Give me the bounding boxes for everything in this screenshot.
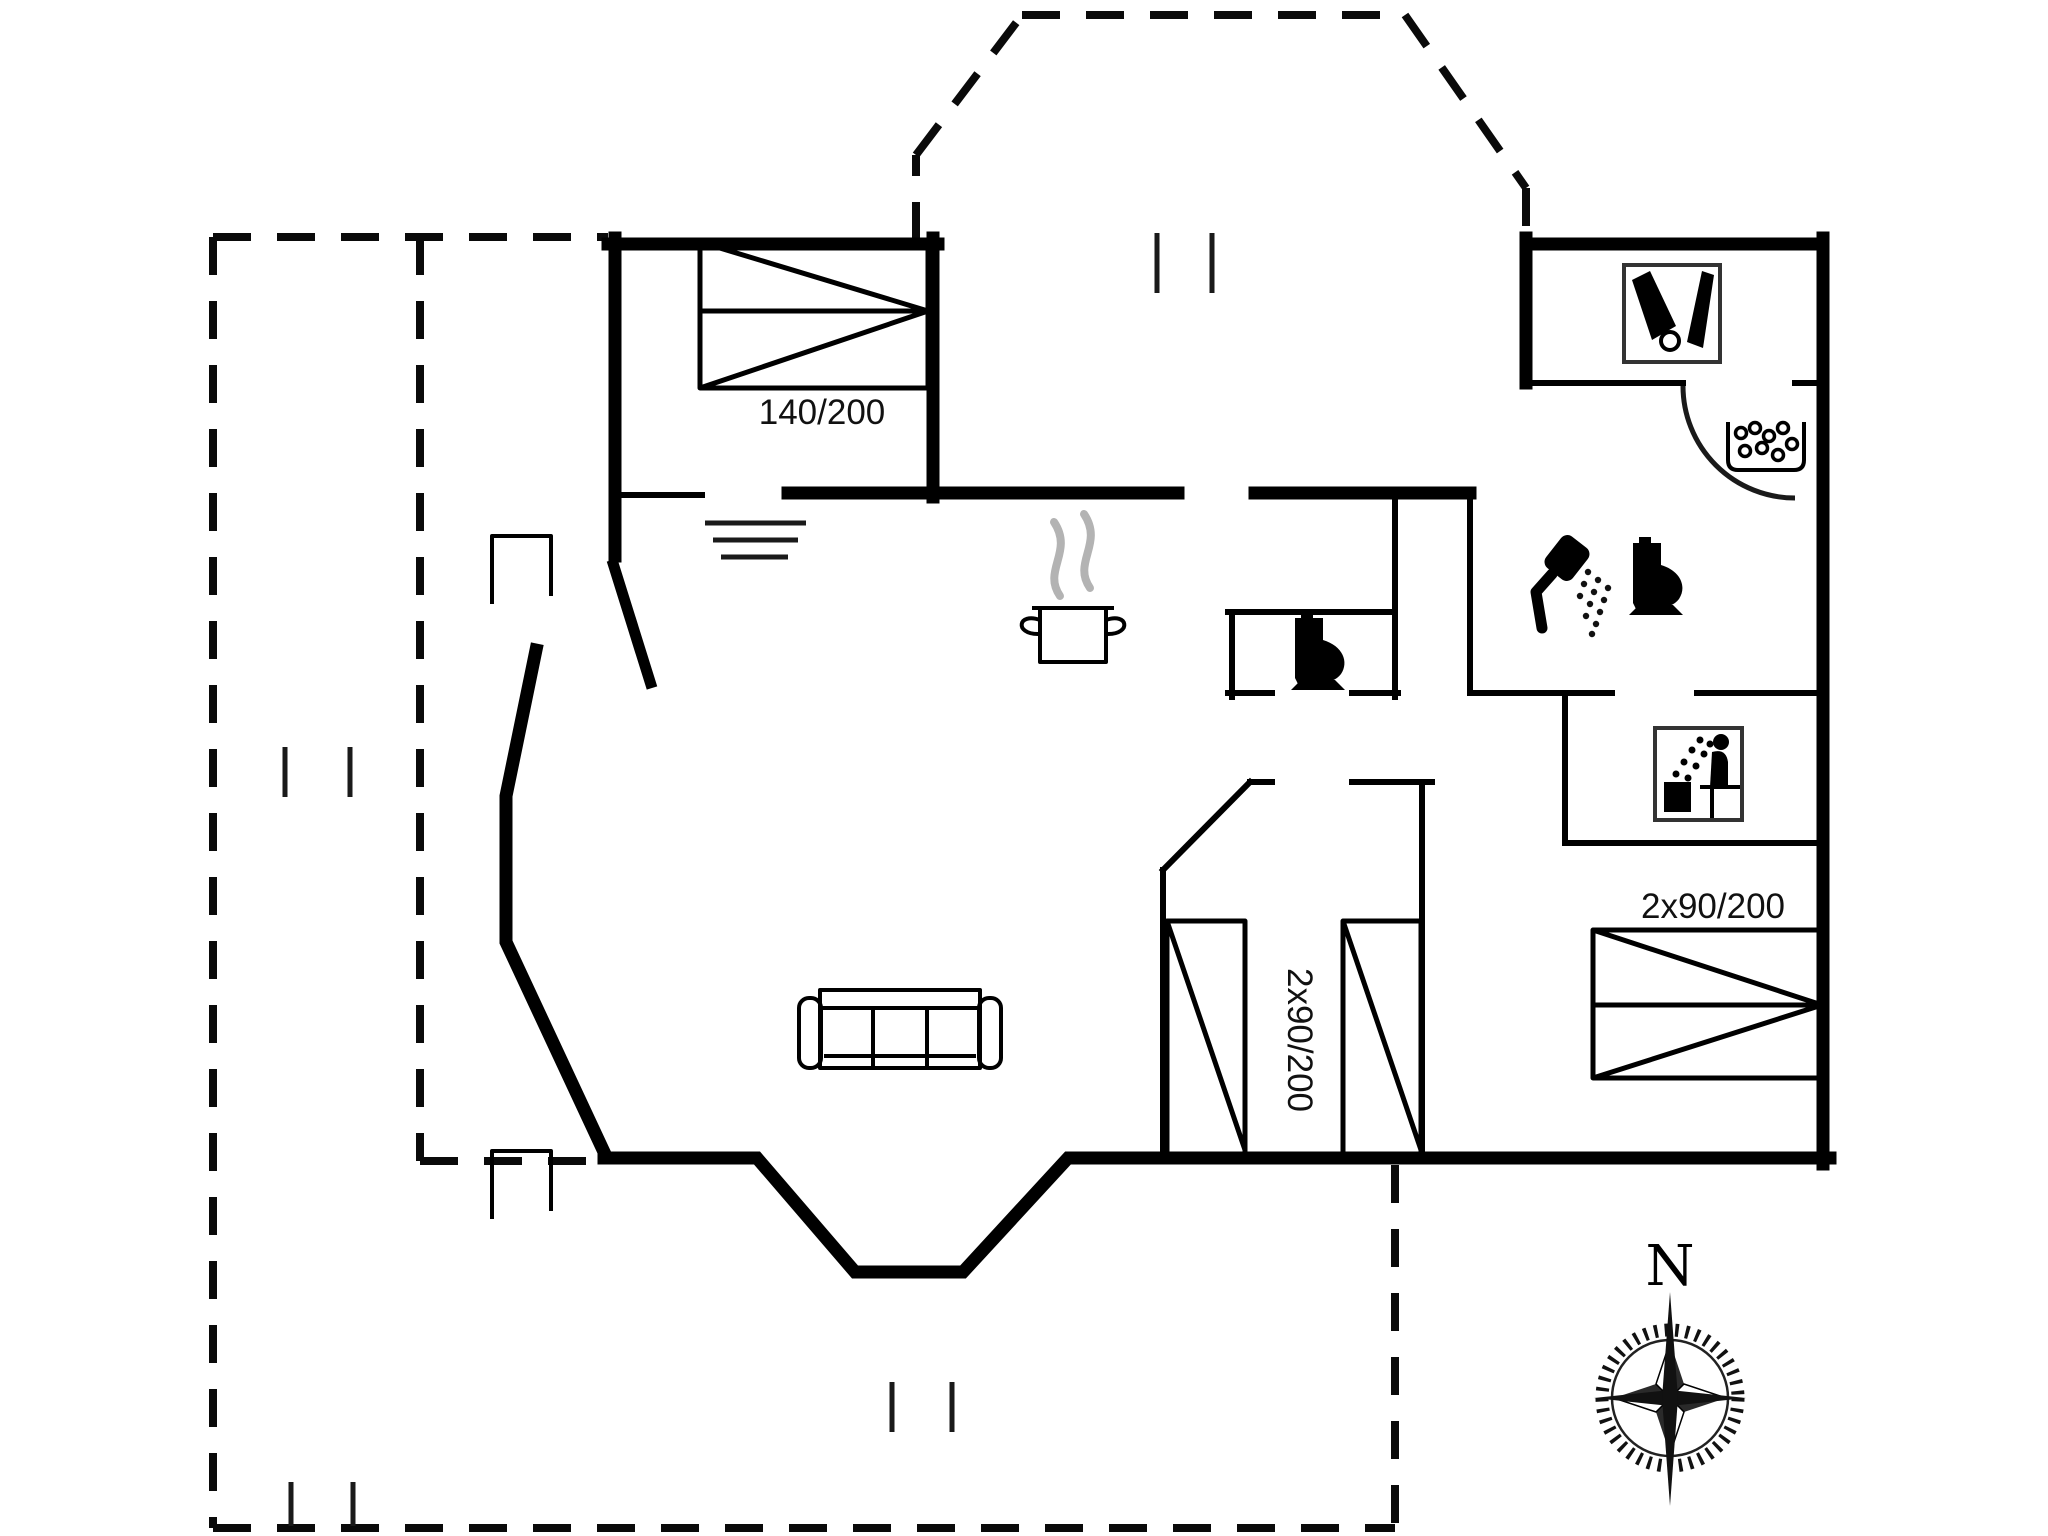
sauna-person-icon bbox=[1653, 726, 1744, 822]
bed-symbol bbox=[697, 239, 931, 391]
toilet-icon bbox=[1629, 537, 1683, 615]
sofa-armrest bbox=[977, 996, 1003, 1070]
compass-ns-needle bbox=[1662, 1292, 1678, 1506]
bed-size-label: 140/200 bbox=[759, 393, 886, 432]
compass-north-label: N bbox=[1646, 1234, 1695, 1299]
terrace-dashed-outline bbox=[209, 233, 1399, 1532]
wall-west-lower bbox=[499, 642, 613, 1161]
bed-double-right: 2x90/200 bbox=[1590, 887, 1825, 1081]
compass-rose-icon: N bbox=[1594, 1234, 1746, 1506]
bed-double-top: 140/200 bbox=[697, 239, 931, 432]
window-marker bbox=[889, 1382, 955, 1432]
window-marker bbox=[288, 1482, 356, 1526]
entrance-porch-dashed bbox=[912, 11, 1530, 240]
beds-single-middle: 2x90/200 bbox=[1164, 918, 1424, 1158]
steam-icon bbox=[1050, 518, 1065, 600]
bracket-marker bbox=[490, 534, 553, 604]
bed-size-label: 2x90/200 bbox=[1280, 968, 1319, 1112]
pot-handles bbox=[1019, 616, 1127, 636]
window-markers bbox=[282, 233, 1215, 1526]
whirlpool-bubbles-icon bbox=[1726, 420, 1806, 472]
bed-symbol-lines bbox=[1340, 920, 1424, 1151]
bed-symbol bbox=[1164, 918, 1248, 1158]
sofa-icon bbox=[797, 988, 1003, 1070]
cleaning-tools-icon bbox=[1622, 263, 1722, 364]
bracket-marker bbox=[490, 1149, 553, 1219]
sofa-cushions bbox=[820, 1006, 980, 1068]
steam-icon bbox=[1080, 510, 1095, 592]
interior-walls bbox=[615, 380, 1826, 1158]
kitchen-stove bbox=[1019, 510, 1127, 664]
bed-symbol bbox=[1340, 918, 1424, 1158]
bed-symbol-lines bbox=[699, 239, 929, 391]
porch-right-angle-dashed bbox=[1401, 12, 1530, 191]
door-leaf bbox=[606, 558, 658, 690]
window-marker bbox=[282, 747, 353, 797]
threshold-steps bbox=[705, 520, 806, 560]
bed-symbol-lines bbox=[1164, 920, 1248, 1151]
sofa-armrest bbox=[797, 996, 823, 1070]
bed-size-label: 2x90/200 bbox=[1641, 887, 1785, 926]
bed-symbol-lines bbox=[1592, 927, 1823, 1081]
wall-bottom-bay bbox=[597, 1151, 1837, 1279]
wall-bedroom-mid-angle bbox=[1158, 777, 1255, 875]
porch-left-angle-dashed bbox=[912, 12, 1026, 158]
door-swing-arc bbox=[1680, 385, 1796, 501]
shower-icon bbox=[1530, 535, 1612, 638]
toilet-icon bbox=[1291, 612, 1345, 690]
cooking-pot-icon bbox=[1038, 606, 1108, 664]
window-marker bbox=[1154, 233, 1215, 293]
